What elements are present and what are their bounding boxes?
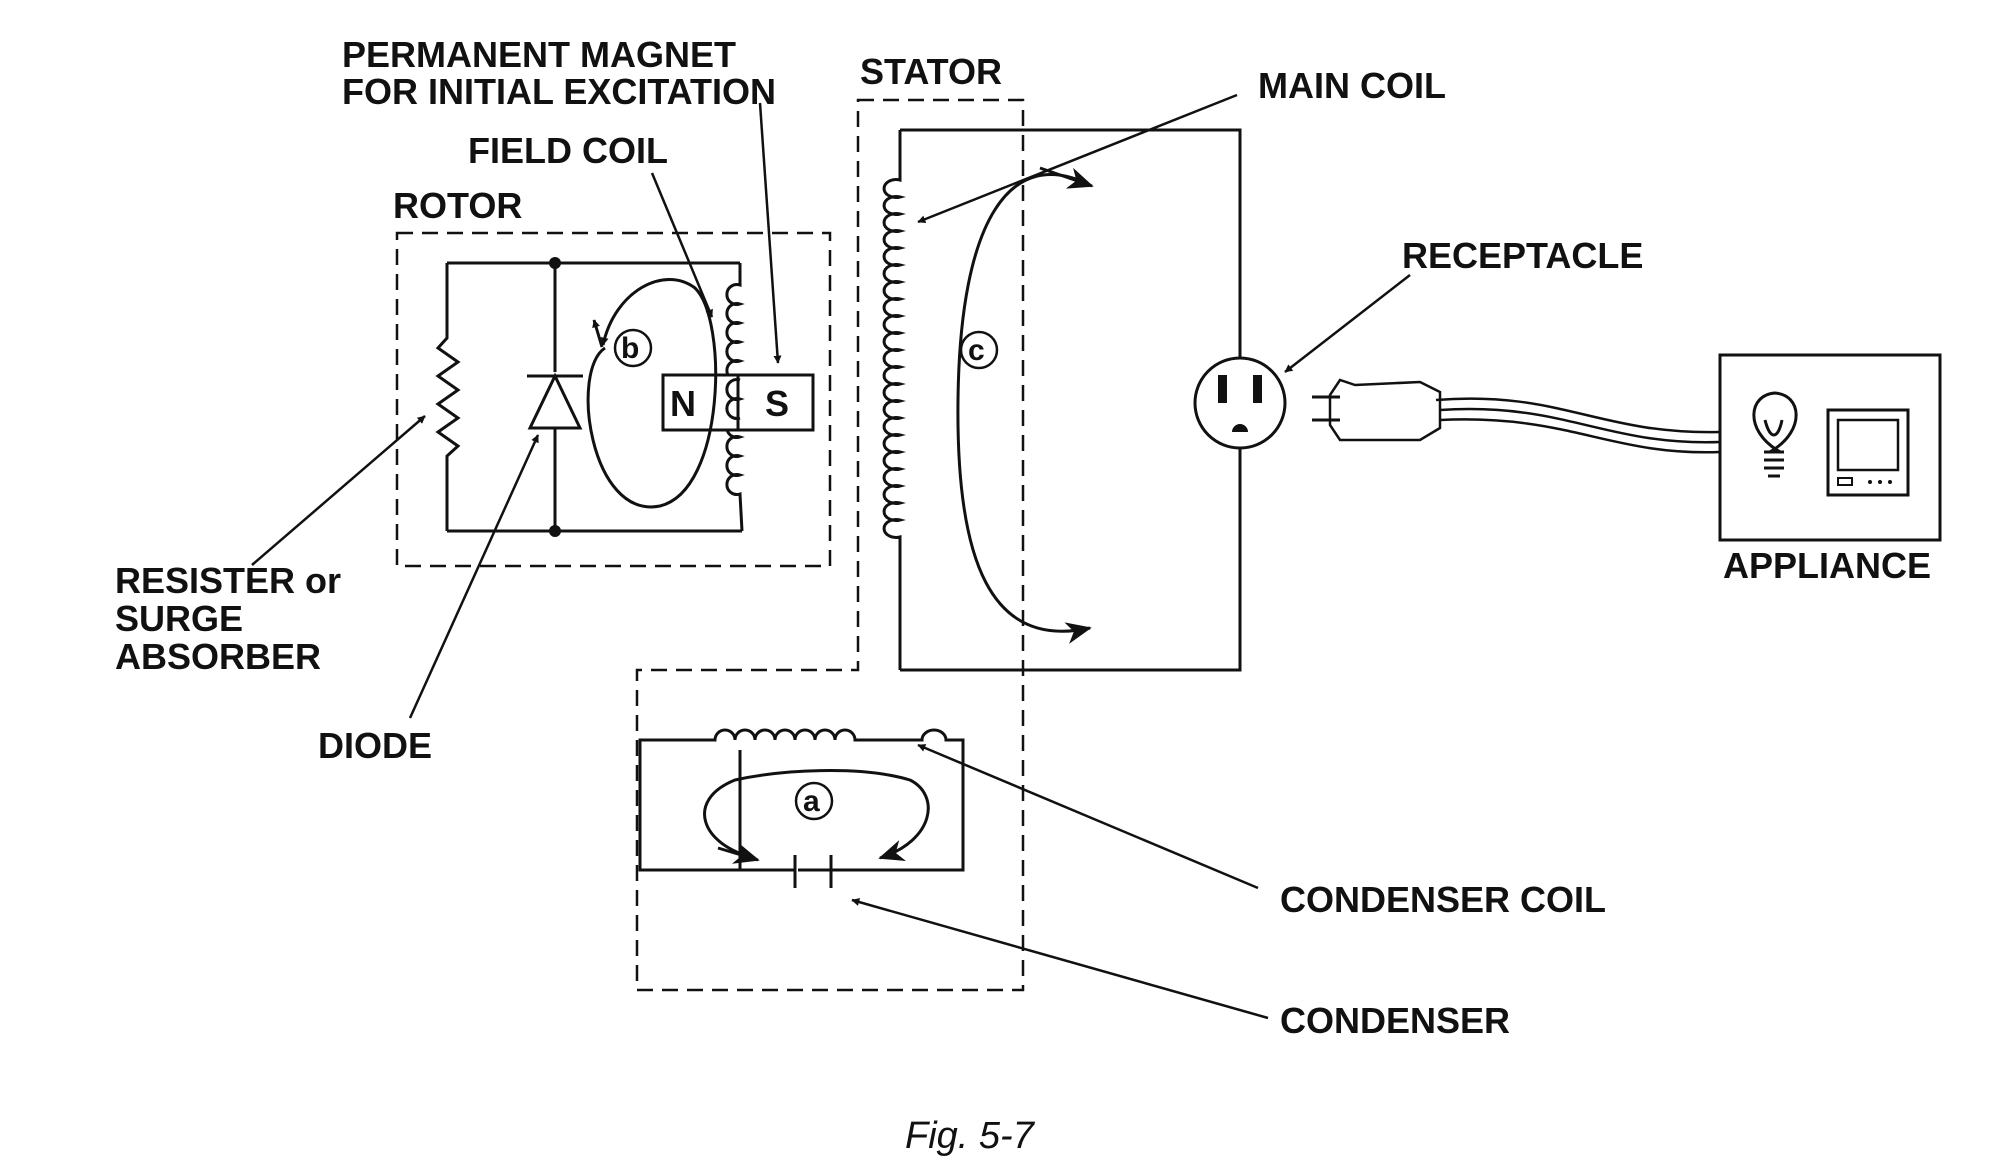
marker-a: a	[803, 785, 820, 818]
rotor-boundary	[395, 231, 832, 568]
condenser-label: CONDENSER	[1280, 1000, 1510, 1041]
resister-label-line1: RESISTER or	[115, 560, 341, 601]
condenser-circuit: a	[638, 728, 965, 888]
rotor-circuit: N S b	[435, 257, 815, 537]
microwave-icon	[1826, 408, 1910, 497]
magnet-s-label: S	[765, 383, 789, 424]
diode-label: DIODE	[318, 725, 432, 766]
permanent-magnet-label-line2: FOR INITIAL EXCITATION	[342, 71, 776, 112]
field-coil-label: FIELD COIL	[468, 130, 668, 171]
plug-and-cord	[1312, 378, 1721, 454]
magnet-n-label: N	[670, 383, 696, 424]
diode-symbol	[527, 372, 583, 430]
main-coil	[882, 130, 906, 670]
rotor-label: ROTOR	[393, 185, 522, 226]
main-coil-label: MAIN COIL	[1258, 65, 1446, 106]
appliance	[1718, 353, 1942, 542]
marker-c: c	[968, 334, 985, 367]
resister-label-line2: SURGE	[115, 598, 243, 639]
leader-lines	[251, 93, 1411, 1020]
permanent-magnet-label-line1: PERMANENT MAGNET	[342, 34, 736, 75]
receptacle	[1193, 356, 1287, 450]
stator-boundary	[635, 98, 1025, 992]
resister-label-line3: ABSORBER	[115, 636, 321, 677]
marker-b: b	[621, 332, 639, 365]
figure-caption: Fig. 5-7	[905, 1115, 1036, 1157]
appliance-label: APPLIANCE	[1723, 545, 1931, 586]
light-bulb-icon	[1752, 391, 1798, 478]
flux-loop-b	[586, 278, 718, 509]
receptacle-label: RECEPTACLE	[1402, 235, 1643, 276]
condenser-coil-label: CONDENSER COIL	[1280, 879, 1606, 920]
flux-loop-a	[703, 769, 930, 862]
stator-label: STATOR	[860, 51, 1002, 92]
